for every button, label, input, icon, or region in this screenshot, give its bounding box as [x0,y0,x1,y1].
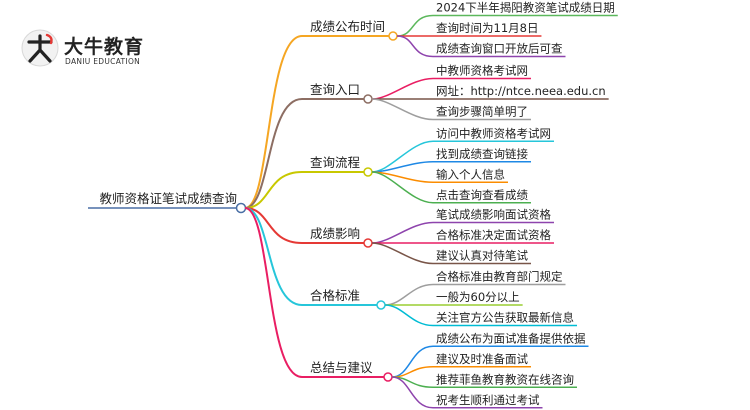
leaf-connector [384,283,434,306]
branch-label: 成绩影响 [310,226,360,241]
leaf-label: 关注官方公告获取最新信息 [436,311,574,325]
leaf-connector [371,221,434,244]
branch-label: 查询入口 [310,82,360,97]
leaf-label: 推荐菲鱼教育教资在线咨询 [436,372,574,386]
leaf-label: 访问中教师资格考试网 [436,126,551,140]
leaf-label: 查询步骤简单明了 [436,105,528,119]
branch-label: 合格标准 [310,288,360,303]
leaf-label: 成绩查询窗口开放后可查 [436,42,563,56]
leaf-connector [371,77,434,100]
leaf-label: 建议认真对待笔试 [436,249,528,263]
branch-connector [244,171,303,209]
logo-name-cn: 大牛教育 [64,36,145,58]
branch-connector [244,207,303,306]
branch-connector [244,207,303,244]
root-node [235,202,247,214]
leaf-connector [371,140,434,173]
branch-node [383,372,393,382]
branch-label: 总结与建议 [310,360,373,375]
branch-node [363,238,373,248]
leaf-label: 成绩公布为面试准备提供依据 [436,331,586,345]
leaf-label: 查询时间为11月8日 [436,21,538,35]
branch-label: 成绩公布时间 [310,19,385,34]
leaf-connector [384,304,434,327]
branch-node [363,167,373,177]
logo-mark-icon [21,29,59,67]
leaf-label: 笔试成绩影响面试资格 [436,208,551,222]
leaf-connector [371,98,434,121]
leaf-label: 祝考生顺利通过考试 [436,393,540,407]
leaf-label: 网址：http://ntce.neea.edu.cn [436,84,606,98]
leaf-connector [371,161,434,173]
root-label: 教师资格证笔试成绩查询 [99,191,237,206]
branch-connector [244,35,303,209]
leaf-connector [371,171,434,204]
leaf-label: 2024下半年揭阳教资笔试成绩日期 [436,1,615,15]
branch-node [363,94,373,104]
leaf-connector [391,376,434,409]
leaf-label: 找到成绩查询链接 [436,147,528,161]
branch-connector [244,98,303,209]
leaf-label: 输入个人信息 [436,167,505,181]
logo: 大牛教育 DANIU EDUCATION [20,28,160,72]
leaf-label: 合格标准决定面试资格 [436,228,551,242]
leaf-label: 合格标准由教育部门规定 [436,270,563,284]
leaf-connector [396,14,434,37]
leaf-connector [371,242,434,265]
logo-name-en: DANIU EDUCATION [65,57,141,66]
branch-label: 查询流程 [310,155,361,170]
leaf-label: 一般为60分以上 [436,290,520,304]
branch-node [388,31,398,41]
leaf-label: 中教师资格考试网 [436,64,528,78]
leaf-label: 点击查询查看成绩 [436,188,528,202]
leaf-connector [391,345,434,378]
leaf-connector [396,35,434,58]
branch-node [376,300,386,310]
branch-connector [244,207,303,378]
leaf-label: 建议及时准备面试 [436,352,528,366]
